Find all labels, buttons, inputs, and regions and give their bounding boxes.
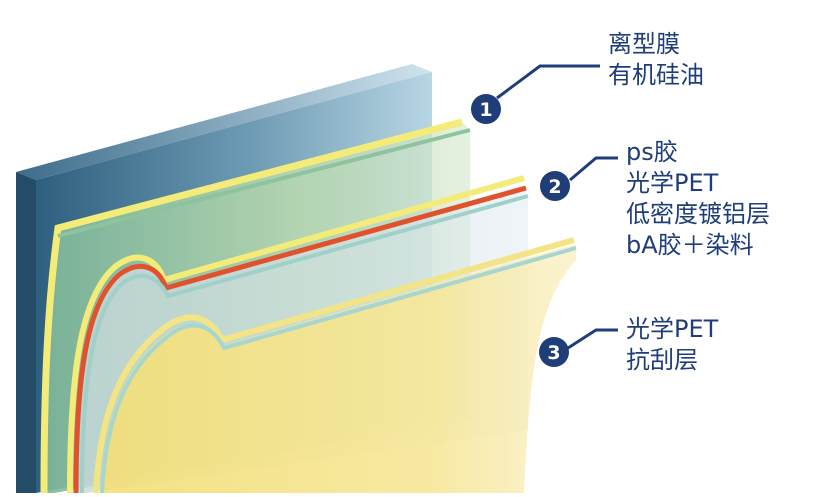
callout-3-label: 光学PET 抗刮层	[626, 314, 718, 376]
callout-2-label: ps胶 光学PET 低密度镀铝层 bA胶＋染料	[626, 137, 770, 261]
optical-pet-layer	[93, 237, 577, 494]
callout-1-badge: 1	[471, 94, 501, 124]
release-film-edge	[40, 118, 463, 494]
callout-2-number: 2	[548, 176, 561, 198]
callout-2-line: 光学PET	[626, 169, 719, 197]
optical-pet-teal-stripe	[100, 246, 577, 494]
backing-sheet-side-edge	[16, 172, 36, 493]
optical-pet-body	[100, 244, 576, 493]
callout-2-badge: 2	[540, 171, 570, 201]
composite-layer-yellow-edge	[67, 175, 525, 494]
optical-pet-top-edge	[93, 237, 575, 494]
composite-layer-teal-stripe	[80, 194, 529, 494]
callout-2-line: bA胶＋染料	[626, 231, 754, 259]
callout-1-leader-line	[496, 64, 600, 100]
release-film-green-stripe	[57, 128, 471, 238]
callout-1-label: 离型膜 有机硅油	[608, 29, 704, 91]
callout-1-line: 有机硅油	[608, 61, 704, 89]
callout-2-line: 低密度镀铝层	[626, 200, 770, 228]
callout-2-line: ps胶	[626, 138, 678, 166]
callout-2-leader-line	[569, 156, 618, 182]
callout-3-line: 抗刮层	[626, 346, 698, 374]
composite-layer-red-stripe	[73, 185, 527, 494]
callout-3-leader-line	[567, 328, 618, 350]
backing-sheet-top-edge	[16, 64, 432, 180]
callout-3-badge: 3	[539, 337, 569, 367]
callout-1-line: 离型膜	[608, 30, 680, 58]
callout-3-line: 光学PET	[626, 315, 719, 343]
callout-3-number: 3	[547, 342, 560, 364]
callout-1-number: 1	[479, 99, 492, 121]
